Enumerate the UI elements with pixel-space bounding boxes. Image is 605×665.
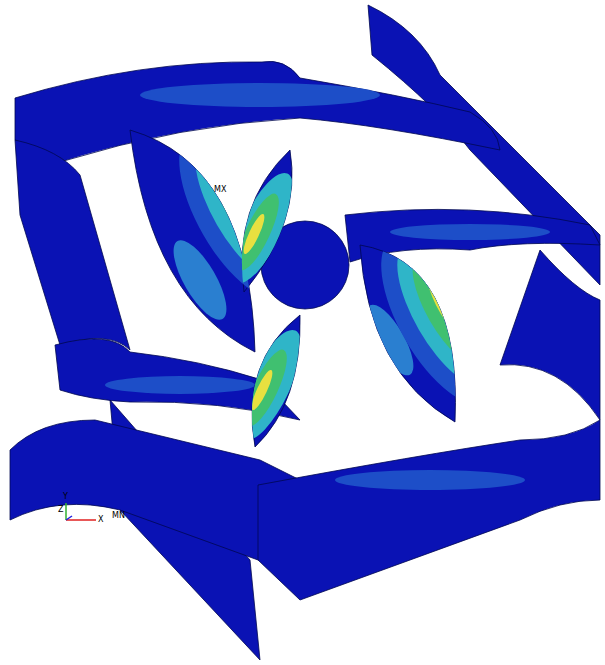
plot-label: Y — [63, 493, 68, 501]
plate — [15, 61, 500, 162]
plate — [258, 420, 600, 600]
plot-label: X — [98, 516, 103, 524]
plot-label: MX — [214, 186, 226, 194]
wall — [15, 140, 130, 350]
plot-label: Z — [58, 506, 63, 514]
axis-triad — [66, 503, 96, 520]
plot-label: MN — [112, 512, 125, 520]
wall — [500, 250, 600, 420]
